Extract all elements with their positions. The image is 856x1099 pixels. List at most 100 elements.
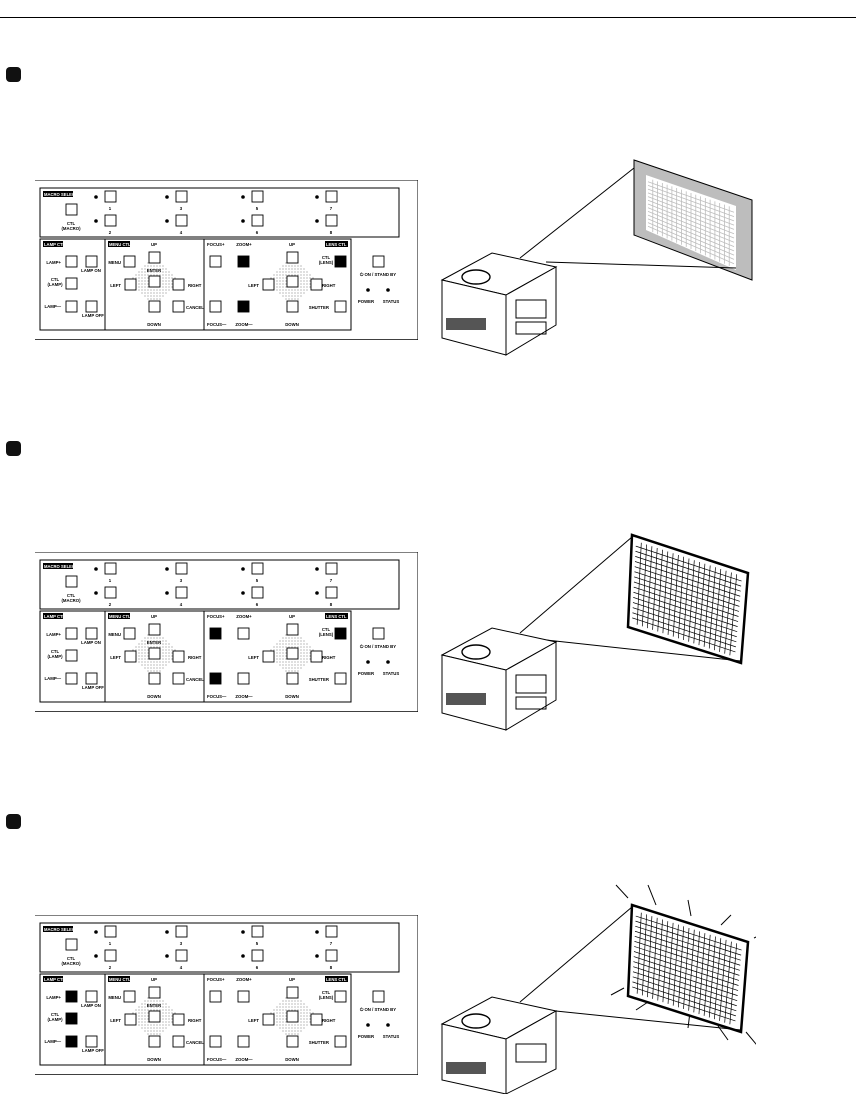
- shutter-button[interactable]: [334, 672, 347, 685]
- lens-right-button[interactable]: [310, 650, 323, 663]
- menu-button[interactable]: [123, 990, 136, 1003]
- zoom-plus-button[interactable]: [237, 990, 250, 1003]
- focus-minus-button[interactable]: [209, 300, 222, 313]
- macro-button-5[interactable]: [251, 190, 264, 203]
- macro-button-5[interactable]: [251, 925, 264, 938]
- lamp-on-button[interactable]: [85, 627, 98, 640]
- lens-down-button[interactable]: [286, 300, 299, 313]
- focus-plus-button[interactable]: [209, 627, 222, 640]
- macro-button-8[interactable]: [325, 949, 338, 962]
- right-button[interactable]: [172, 1013, 185, 1026]
- lens-right-button[interactable]: [310, 278, 323, 291]
- down-button[interactable]: [148, 1035, 161, 1048]
- macro-button-4[interactable]: [175, 586, 188, 599]
- lamp-minus-button[interactable]: [65, 300, 78, 313]
- macro-button-1[interactable]: [104, 562, 117, 575]
- macro-button-2[interactable]: [104, 949, 117, 962]
- lens-left-button[interactable]: [262, 1013, 275, 1026]
- lamp-on-button[interactable]: [85, 990, 98, 1003]
- ctl-macro-button[interactable]: [65, 203, 78, 216]
- down-button[interactable]: [148, 672, 161, 685]
- enter-button[interactable]: [148, 275, 161, 288]
- macro-button-3[interactable]: [175, 190, 188, 203]
- ctl-macro-button[interactable]: [65, 575, 78, 588]
- lens-left-button[interactable]: [262, 650, 275, 663]
- macro-button-3[interactable]: [175, 562, 188, 575]
- shutter-button[interactable]: [334, 300, 347, 313]
- focus-minus-button[interactable]: [209, 1035, 222, 1048]
- ctl-lens-button[interactable]: [334, 627, 347, 640]
- macro-button-6[interactable]: [251, 949, 264, 962]
- lens-down-button[interactable]: [286, 672, 299, 685]
- macro-button-7[interactable]: [325, 562, 338, 575]
- lens-enter-button[interactable]: [286, 275, 299, 288]
- lamp-off-button[interactable]: [85, 1035, 98, 1048]
- shutter-button[interactable]: [334, 1035, 347, 1048]
- zoom-minus-button[interactable]: [237, 1035, 250, 1048]
- lamp-plus-button[interactable]: [65, 990, 78, 1003]
- lamp-off-button[interactable]: [85, 672, 98, 685]
- focus-minus-button[interactable]: [209, 672, 222, 685]
- ctl-lamp-button[interactable]: [65, 649, 78, 662]
- macro-button-4[interactable]: [175, 949, 188, 962]
- lens-left-button[interactable]: [262, 278, 275, 291]
- lens-up-button[interactable]: [286, 986, 299, 999]
- up-button[interactable]: [148, 986, 161, 999]
- focus-plus-button[interactable]: [209, 255, 222, 268]
- macro-button-6[interactable]: [251, 586, 264, 599]
- left-button[interactable]: [124, 650, 137, 663]
- menu-button[interactable]: [123, 627, 136, 640]
- lamp-plus-button[interactable]: [65, 627, 78, 640]
- macro-button-8[interactable]: [325, 586, 338, 599]
- enter-button[interactable]: [148, 1010, 161, 1023]
- ctl-lens-button[interactable]: [334, 255, 347, 268]
- lamp-off-button[interactable]: [85, 300, 98, 313]
- ctl-lens-button[interactable]: [334, 990, 347, 1003]
- zoom-minus-button[interactable]: [237, 300, 250, 313]
- zoom-minus-button[interactable]: [237, 672, 250, 685]
- up-button[interactable]: [148, 623, 161, 636]
- up-button[interactable]: [148, 251, 161, 264]
- focus-plus-button[interactable]: [209, 990, 222, 1003]
- ctl-lamp-button[interactable]: [65, 1012, 78, 1025]
- macro-button-5[interactable]: [251, 562, 264, 575]
- macro-button-3[interactable]: [175, 925, 188, 938]
- right-button[interactable]: [172, 650, 185, 663]
- cancel-button[interactable]: [172, 672, 185, 685]
- lamp-plus-button[interactable]: [65, 255, 78, 268]
- macro-button-2[interactable]: [104, 586, 117, 599]
- macro-button-4[interactable]: [175, 214, 188, 227]
- macro-button-1[interactable]: [104, 925, 117, 938]
- zoom-plus-button[interactable]: [237, 255, 250, 268]
- lens-right-button[interactable]: [310, 1013, 323, 1026]
- lens-enter-button[interactable]: [286, 647, 299, 660]
- macro-button-7[interactable]: [325, 925, 338, 938]
- zoom-plus-button[interactable]: [237, 627, 250, 640]
- right-button[interactable]: [172, 278, 185, 291]
- ctl-lamp-label: CTL: [51, 649, 60, 654]
- power-on-standby-button[interactable]: [372, 990, 385, 1003]
- macro-button-2[interactable]: [104, 214, 117, 227]
- power-on-standby-button[interactable]: [372, 255, 385, 268]
- lens-enter-button[interactable]: [286, 1010, 299, 1023]
- lamp-minus-button[interactable]: [65, 1035, 78, 1048]
- left-button[interactable]: [124, 278, 137, 291]
- menu-button[interactable]: [123, 255, 136, 268]
- lens-up-button[interactable]: [286, 251, 299, 264]
- ctl-macro-button[interactable]: [65, 938, 78, 951]
- macro-button-8[interactable]: [325, 214, 338, 227]
- lens-down-button[interactable]: [286, 1035, 299, 1048]
- lamp-on-button[interactable]: [85, 255, 98, 268]
- lamp-minus-button[interactable]: [65, 672, 78, 685]
- cancel-button[interactable]: [172, 1035, 185, 1048]
- macro-button-7[interactable]: [325, 190, 338, 203]
- lens-up-button[interactable]: [286, 623, 299, 636]
- macro-button-1[interactable]: [104, 190, 117, 203]
- cancel-button[interactable]: [172, 300, 185, 313]
- down-button[interactable]: [148, 300, 161, 313]
- macro-button-6[interactable]: [251, 214, 264, 227]
- left-button[interactable]: [124, 1013, 137, 1026]
- enter-button[interactable]: [148, 647, 161, 660]
- power-on-standby-button[interactable]: [372, 627, 385, 640]
- ctl-lamp-button[interactable]: [65, 277, 78, 290]
